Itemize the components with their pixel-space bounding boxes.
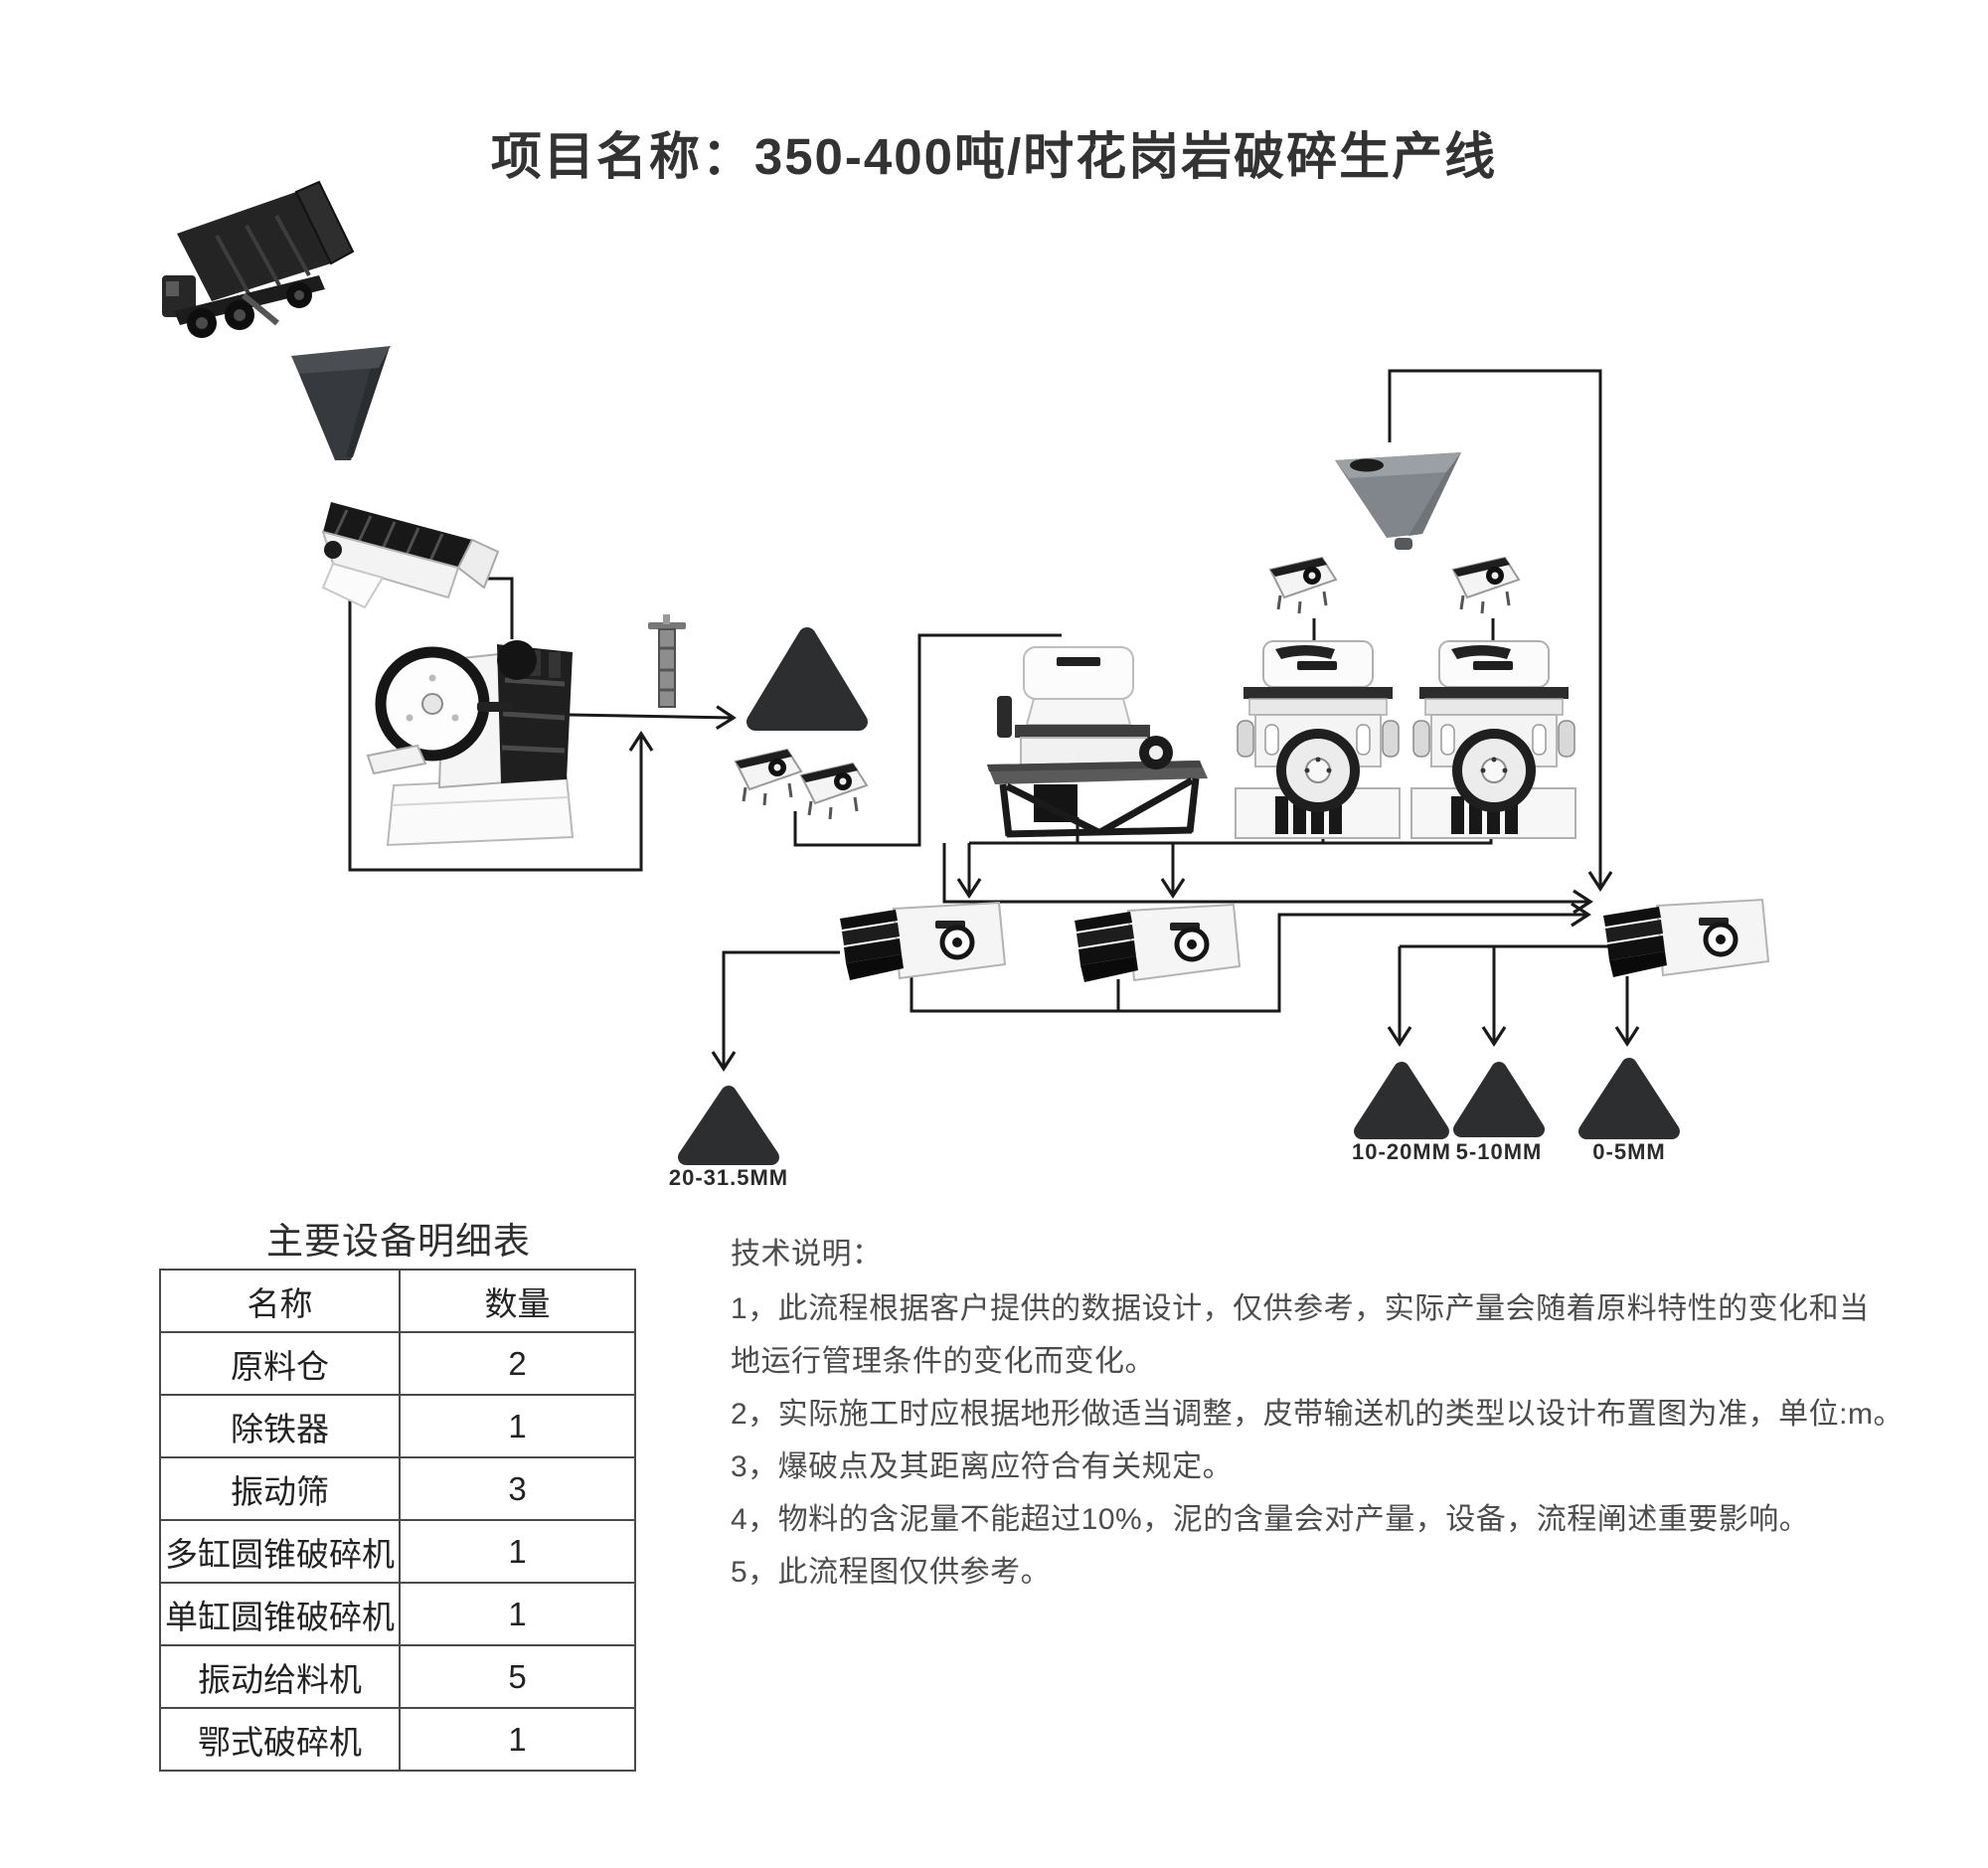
table-row: 振动筛 3 bbox=[159, 1456, 636, 1521]
pile-label-10-20mm: 10-20MM bbox=[1352, 1139, 1451, 1164]
vibrating-screen-2 bbox=[1075, 905, 1240, 982]
product-piles bbox=[678, 1058, 1680, 1165]
pile-0-5mm bbox=[1578, 1058, 1680, 1139]
tech-note-2: 2，实际施工时应根据地形做适当调整，皮带输送机的类型以设计布置图为准，单位:m。 bbox=[731, 1398, 1905, 1431]
tech-notes-title: 技术说明： bbox=[731, 1238, 883, 1271]
equipment-qty: 1 bbox=[399, 1394, 636, 1458]
equipment-qty: 3 bbox=[399, 1456, 636, 1521]
equipment-table: 名称 数量 原料仓 2 除铁器 1 振动筛 3 多缸圆锥破碎机 1 单缸圆锥破碎… bbox=[159, 1269, 636, 1772]
brand-mark bbox=[1057, 657, 1100, 666]
tech-note-1: 1，此流程根据客户提供的数据设计，仅供参考，实际产量会随着原料特性的变化和当 bbox=[731, 1292, 1870, 1325]
equipment-name: 振动给料机 bbox=[159, 1644, 401, 1709]
tech-note-4: 4，物料的含泥量不能超过10%，泥的含量会对产量，设备，流程阐述重要影响。 bbox=[731, 1503, 1810, 1536]
connector-return-loop bbox=[1388, 369, 1613, 892]
small-vibrating-feeder-2 bbox=[799, 762, 869, 821]
iron-remover-icon bbox=[648, 614, 686, 708]
small-vibrating-feeder-3 bbox=[1268, 556, 1338, 615]
pile-label-0-5mm: 0-5MM bbox=[1592, 1139, 1666, 1164]
equipment-qty: 1 bbox=[399, 1582, 636, 1646]
table-row: 振动给料机 5 bbox=[159, 1644, 636, 1709]
jaw-crusher-icon bbox=[366, 640, 575, 847]
table-row: 鄂式破碎机 1 bbox=[159, 1707, 636, 1772]
equipment-name: 振动筛 bbox=[159, 1456, 401, 1521]
tech-note-1b: 地运行管理条件的变化而变化。 bbox=[731, 1345, 1155, 1378]
equipment-name: 单缸圆锥破碎机 bbox=[159, 1582, 401, 1646]
equipment-name: 除铁器 bbox=[159, 1394, 401, 1458]
connector-jaw-to-surge-pile bbox=[569, 705, 737, 731]
tech-note-3: 3，爆破点及其距离应符合有关规定。 bbox=[731, 1450, 1234, 1483]
small-vibrating-feeder-1 bbox=[734, 748, 803, 807]
vibrating-screen-3 bbox=[1603, 900, 1768, 977]
equipment-table-title: 主要设备明细表 bbox=[266, 1221, 531, 1262]
pile-10-20mm bbox=[1354, 1062, 1449, 1139]
pile-20-31.5mm bbox=[678, 1086, 779, 1165]
table-row: 原料仓 2 bbox=[159, 1331, 636, 1396]
multi-cylinder-cone-crusher-1 bbox=[1236, 641, 1400, 838]
pile-label-20-31.5mm: 20-31.5MM bbox=[668, 1165, 789, 1190]
equipment-qty: 5 bbox=[399, 1644, 636, 1709]
page-title: 项目名称：350-400吨/时花岗岩破碎生产线 bbox=[490, 128, 1498, 185]
flow-connectors bbox=[348, 369, 1640, 1072]
equipment-name: 鄂式破碎机 bbox=[159, 1707, 401, 1772]
equipment-name: 原料仓 bbox=[159, 1331, 401, 1396]
table-row: 单缸圆锥破碎机 1 bbox=[159, 1582, 636, 1646]
surge-pile-icon bbox=[746, 627, 868, 731]
column-header-name: 名称 bbox=[159, 1269, 401, 1333]
single-cylinder-cone-crusher-icon bbox=[987, 646, 1208, 838]
feed-hopper-icon bbox=[291, 346, 391, 460]
brand-mark bbox=[477, 702, 513, 712]
connector-surge-to-cone bbox=[793, 633, 1062, 847]
multi-cylinder-cone-crusher-2 bbox=[1411, 641, 1575, 838]
connector-feeder-to-jaw bbox=[474, 577, 514, 639]
table-header-row: 名称 数量 bbox=[159, 1269, 636, 1333]
return-hopper-icon bbox=[1335, 452, 1461, 550]
connector-screens-to-screen3 bbox=[910, 902, 1591, 1013]
connector-bus-to-screen3 bbox=[942, 843, 1593, 915]
equipment-qty: 1 bbox=[399, 1519, 636, 1584]
pile-5-10mm bbox=[1453, 1062, 1545, 1137]
dump-truck-icon bbox=[162, 180, 355, 338]
pile-label-5-10mm: 5-10MM bbox=[1455, 1139, 1543, 1164]
vibrating-screen-1 bbox=[840, 903, 1005, 980]
small-vibrating-feeder-4 bbox=[1451, 556, 1521, 615]
tech-note-5: 5，此流程图仅供参考。 bbox=[731, 1556, 1052, 1589]
connector-to-pile-20-31 bbox=[711, 950, 840, 1072]
column-header-qty: 数量 bbox=[399, 1269, 636, 1333]
table-row: 多缸圆锥破碎机 1 bbox=[159, 1519, 636, 1584]
connector-feeder-bypass bbox=[348, 596, 654, 872]
table-row: 除铁器 1 bbox=[159, 1394, 636, 1458]
equipment-name: 多缸圆锥破碎机 bbox=[159, 1519, 401, 1584]
equipment-qty: 2 bbox=[399, 1331, 636, 1396]
grizzly-vibrating-feeder-icon bbox=[321, 502, 500, 609]
equipment-qty: 1 bbox=[399, 1707, 636, 1772]
